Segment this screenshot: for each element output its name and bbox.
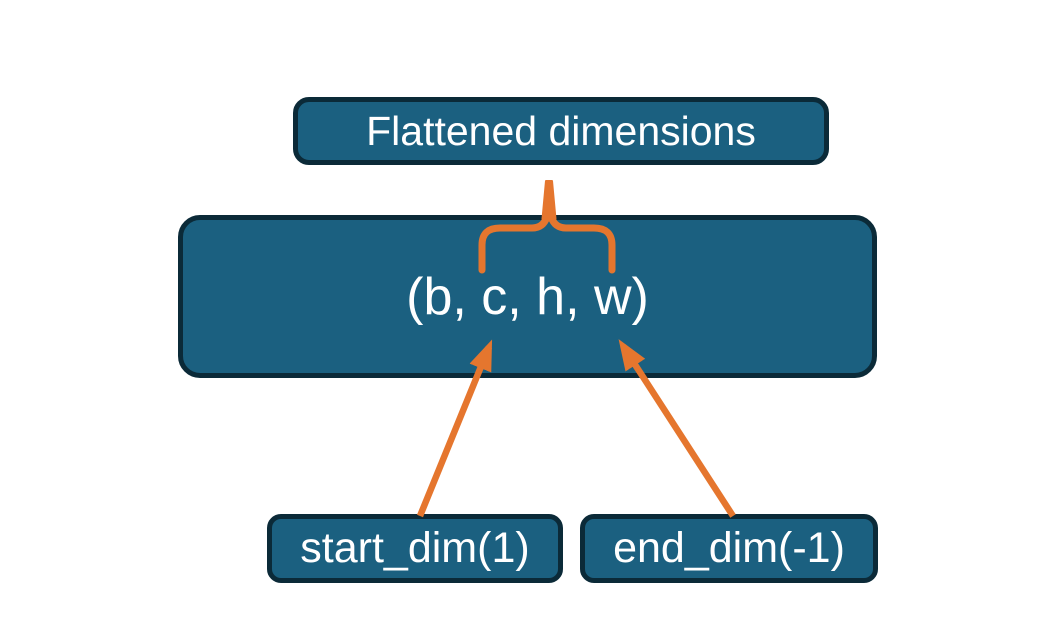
tensor-shape-box: (b, c, h, w) (178, 215, 877, 378)
start-dim-box: start_dim(1) (267, 514, 563, 583)
end-dim-label: end_dim(-1) (613, 524, 845, 572)
tensor-shape-label: (b, c, h, w) (406, 267, 649, 326)
flattened-dimensions-label: Flattened dimensions (366, 107, 756, 154)
brace-connector-line (541, 180, 557, 220)
end-dim-box: end_dim(-1) (580, 514, 878, 583)
flattened-dimensions-box: Flattened dimensions (293, 97, 829, 165)
start-dim-label: start_dim(1) (300, 524, 530, 572)
